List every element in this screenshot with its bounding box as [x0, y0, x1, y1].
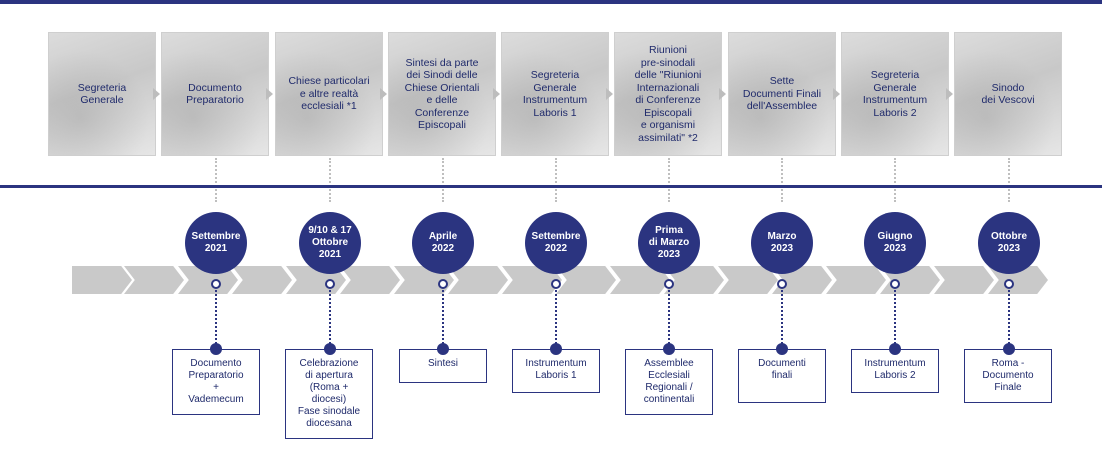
timeline-pin	[325, 279, 335, 289]
date-circle-aprile-2022: Aprile 2022	[412, 212, 474, 274]
date-circle-giugno-2023: Giugno 2023	[864, 212, 926, 274]
output-connector	[894, 290, 896, 348]
stage-label: Sinodo dei Vescovi	[981, 81, 1035, 107]
output-connector	[215, 290, 217, 348]
band-chevron	[232, 266, 292, 294]
stage-connector	[329, 158, 331, 202]
output-box-documento-finale: Roma - Documento Finale	[964, 349, 1052, 403]
date-circle-settembre-2021: Settembre 2021	[185, 212, 247, 274]
date-label: Settembre 2022	[531, 231, 581, 254]
stage-label: Segreteria Generale Instrumentum Laboris…	[862, 69, 928, 119]
output-box-documento-preparatorio: Documento Preparatorio + Vademecum	[172, 349, 260, 415]
band-chevron	[72, 266, 132, 294]
stage-arrow-icon	[946, 88, 953, 100]
band-chevron	[340, 266, 400, 294]
output-dot	[889, 343, 901, 355]
stage-connector	[668, 158, 670, 202]
stage-connector	[894, 158, 896, 202]
output-box-assemblee-ecclesiali: Assemblee Ecclesiali Regionali / contine…	[625, 349, 713, 415]
output-dot	[776, 343, 788, 355]
stage-riunioni-presinodali: Riunioni pre-sinodali delle "Riunioni In…	[614, 32, 722, 156]
stage-label: Segreteria Generale	[77, 81, 127, 107]
stage-segreteria-generale: Segreteria Generale	[48, 32, 156, 156]
stage-instrumentum-laboris-1: Segreteria Generale Instrumentum Laboris…	[501, 32, 609, 156]
stage-label: Sintesi da parte dei Sinodi delle Chiese…	[404, 56, 480, 132]
stage-instrumentum-laboris-2: Segreteria Generale Instrumentum Laboris…	[841, 32, 949, 156]
stage-label: Documento Preparatorio	[186, 81, 244, 107]
date-label: Prima di Marzo 2023	[648, 225, 690, 260]
timeline-pin	[890, 279, 900, 289]
output-connector	[781, 290, 783, 348]
date-circle-ottobre-2021: 9/10 & 17 Ottobre 2021	[299, 212, 361, 274]
stage-chiese-particolari: Chiese particolari e altre realtà eccles…	[275, 32, 383, 156]
band-chevron	[124, 266, 184, 294]
date-circle-marzo-2023: Marzo 2023	[751, 212, 813, 274]
date-label: Aprile 2022	[428, 231, 458, 254]
stage-label: Segreteria Generale Instrumentum Laboris…	[522, 69, 588, 119]
stage-connector	[555, 158, 557, 202]
date-label: 9/10 & 17 Ottobre 2021	[308, 225, 352, 260]
stage-label: Sette Documenti Finali dell'Assemblee	[742, 75, 822, 113]
date-label: Ottobre 2023	[990, 231, 1028, 254]
band-chevron	[826, 266, 886, 294]
date-circle-settembre-2022: Settembre 2022	[525, 212, 587, 274]
band-chevron	[934, 266, 994, 294]
output-connector	[555, 290, 557, 348]
output-box-celebrazione-apertura: Celebrazione di apertura (Roma + diocesi…	[285, 349, 373, 439]
stage-arrow-icon	[719, 88, 726, 100]
timeline-pin	[777, 279, 787, 289]
timeline-pin	[664, 279, 674, 289]
stage-arrow-icon	[380, 88, 387, 100]
stage-label: Chiese particolari e altre realtà eccles…	[288, 75, 370, 113]
stage-documento-preparatorio: Documento Preparatorio	[161, 32, 269, 156]
date-circle-marzo-2023-prima: Prima di Marzo 2023	[638, 212, 700, 274]
output-box-instrumentum-laboris-2: Instrumentum Laboris 2	[851, 349, 939, 393]
timeline-pin	[1004, 279, 1014, 289]
stage-arrow-icon	[493, 88, 500, 100]
stage-label: Riunioni pre-sinodali delle "Riunioni In…	[634, 44, 702, 144]
stage-sintesi-sinodi: Sintesi da parte dei Sinodi delle Chiese…	[388, 32, 496, 156]
date-circle-ottobre-2023: Ottobre 2023	[978, 212, 1040, 274]
output-connector	[1008, 290, 1010, 348]
stage-arrow-icon	[266, 88, 273, 100]
stage-connector	[781, 158, 783, 202]
output-dot	[324, 343, 336, 355]
stage-arrow-icon	[606, 88, 613, 100]
timeline-pin	[211, 279, 221, 289]
date-label: Settembre 2021	[191, 231, 241, 254]
stage-arrow-icon	[833, 88, 840, 100]
stage-connector	[442, 158, 444, 202]
output-dot	[663, 343, 675, 355]
top-rule	[0, 0, 1102, 4]
timeline-pin	[551, 279, 561, 289]
timeline-divider	[0, 185, 1102, 188]
output-box-instrumentum-laboris-1: Instrumentum Laboris 1	[512, 349, 600, 393]
output-dot	[210, 343, 222, 355]
stage-connector	[215, 158, 217, 202]
output-dot	[550, 343, 562, 355]
output-connector	[329, 290, 331, 348]
date-label: Marzo 2023	[767, 231, 797, 254]
stage-sette-documenti: Sette Documenti Finali dell'Assemblee	[728, 32, 836, 156]
output-box-documenti-finali: Documenti finali	[738, 349, 826, 403]
timeline-pin	[438, 279, 448, 289]
date-label: Giugno 2023	[877, 231, 913, 254]
output-connector	[668, 290, 670, 348]
stage-arrow-icon	[153, 88, 160, 100]
stage-sinodo-vescovi: Sinodo dei Vescovi	[954, 32, 1062, 156]
stage-connector	[1008, 158, 1010, 202]
output-dot	[437, 343, 449, 355]
output-connector	[442, 290, 444, 348]
output-dot	[1003, 343, 1015, 355]
